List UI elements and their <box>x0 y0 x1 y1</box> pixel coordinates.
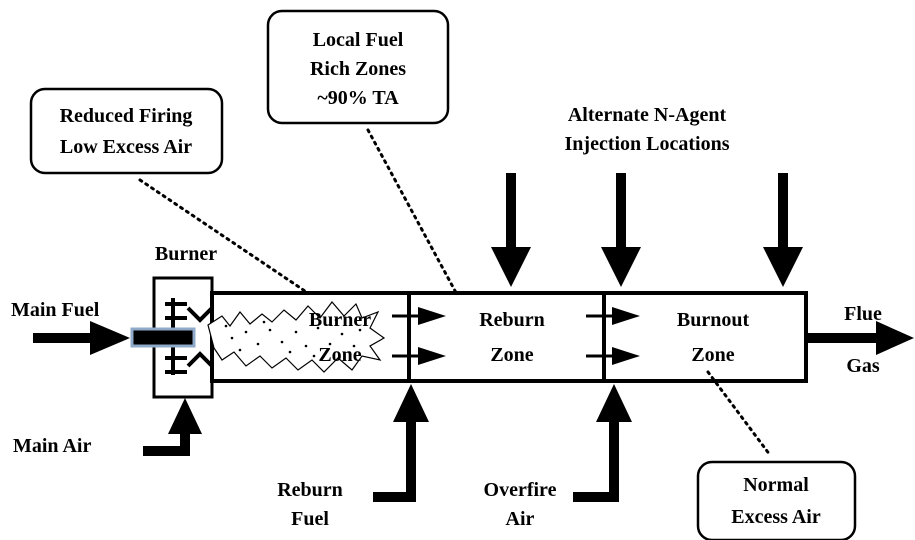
overfire-air-arrow <box>573 384 632 502</box>
flame-shape <box>207 301 386 373</box>
burner-label: Burner <box>155 243 217 265</box>
internal-flow-arrow-3 <box>586 307 640 325</box>
callout-reduced-firing: Reduced Firing Low Excess Air <box>29 87 224 175</box>
main-fuel-arrow <box>33 321 130 355</box>
callout-local-fuel-line1: Local Fuel <box>313 29 404 51</box>
reburn-fuel-label-line1: Reburn <box>277 479 343 501</box>
flue-gas-arrow <box>806 321 914 355</box>
fuel-nozzle <box>130 327 196 348</box>
callout-normal-line1: Normal <box>743 474 809 496</box>
main-air-label: Main Air <box>13 435 91 457</box>
injection-arrow-1 <box>491 173 531 287</box>
flue-gas-label-line1: Flue <box>844 303 882 325</box>
callout-reduced-firing-line2: Low Excess Air <box>60 136 192 158</box>
burner-zone-label-line2: Zone <box>318 344 361 366</box>
leader-line-normal-excess <box>706 370 772 457</box>
flue-gas-label-line2: Gas <box>846 355 880 377</box>
injection-label-line2: Injection Locations <box>565 133 730 155</box>
callout-reduced-firing-line1: Reduced Firing <box>60 105 193 127</box>
main-fuel-label: Main Fuel <box>11 299 100 321</box>
callout-local-fuel-line2: Rich Zones <box>310 58 406 80</box>
overfire-air-label-line2: Air <box>506 508 535 530</box>
callout-normal-line2: Excess Air <box>731 506 821 528</box>
reburn-fuel-label-line2: Fuel <box>291 508 329 530</box>
internal-flow-arrow-4 <box>586 347 640 365</box>
injection-label-line1: Alternate N-Agent <box>568 104 727 126</box>
main-air-arrow <box>143 398 202 456</box>
internal-flow-arrow-1 <box>392 307 446 325</box>
reburn-zone-label-line2: Zone <box>490 344 533 366</box>
callout-local-fuel-line3: ~90% TA <box>317 87 399 109</box>
burner-zone-label-line1: Burner <box>309 309 371 331</box>
burnout-zone-label-line2: Zone <box>691 344 734 366</box>
overfire-air-label-line1: Overfire <box>484 479 557 501</box>
leader-line-local-fuel <box>366 128 462 302</box>
callout-normal-excess-air: Normal Excess Air <box>696 460 857 540</box>
reburn-fuel-arrow <box>373 384 429 502</box>
injection-arrow-2 <box>601 173 641 287</box>
internal-flow-arrow-2 <box>392 347 446 365</box>
callout-local-fuel-rich: Local Fuel Rich Zones ~90% TA <box>266 9 450 125</box>
burnout-zone-label-line1: Burnout <box>677 309 750 331</box>
injection-arrow-3 <box>763 173 803 287</box>
reburn-zone-label-line1: Reburn <box>479 309 545 331</box>
